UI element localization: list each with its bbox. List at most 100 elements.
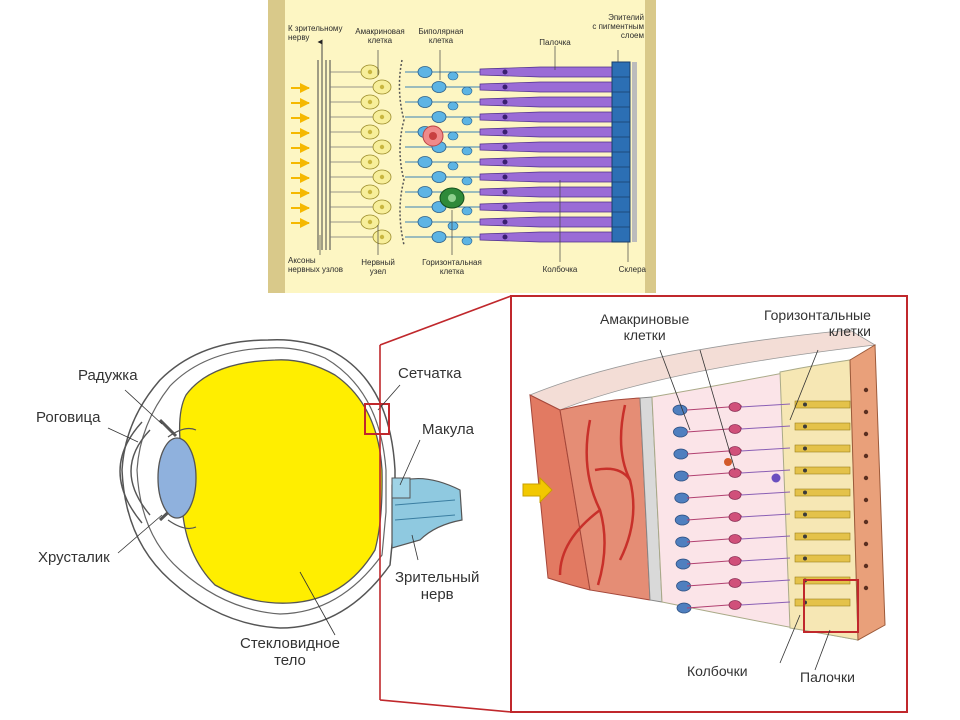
photoreceptor-nucleus (502, 204, 508, 210)
ganglion-nucleus (367, 219, 373, 225)
bipolar-cell (728, 578, 742, 588)
photoreceptor-nucleus (502, 69, 508, 75)
ganglion-nucleus (379, 114, 385, 120)
ganglion-nucleus (367, 189, 373, 195)
photoreceptor (479, 96, 613, 108)
bipolar-cell (431, 231, 447, 243)
photoreceptor-nucleus (803, 556, 807, 561)
label-amacrine-cells: Амакриновые клетки (600, 311, 690, 343)
label-cornea: Роговица (36, 409, 101, 426)
bipolar-cell-small (461, 86, 473, 96)
ganglion-nucleus (379, 84, 385, 90)
photoreceptor-nucleus (803, 512, 807, 517)
cell-process (740, 535, 791, 540)
bipolar-cell-small (461, 146, 473, 156)
ganglion-nucleus (379, 204, 385, 210)
photoreceptor (794, 510, 851, 519)
retina-layers-diagram (268, 0, 656, 293)
bipolar-cell (417, 216, 433, 228)
bipolar-cell (417, 156, 433, 168)
cell-process (740, 491, 791, 496)
amacrine-cell-nucleus (429, 132, 437, 140)
axon-bundle (317, 39, 331, 250)
label-lens: Хрусталик (38, 549, 110, 566)
bipolar-cell-small (461, 206, 473, 216)
label-rods: Палочки (800, 669, 855, 685)
amacrine-cell (724, 458, 732, 466)
epithelium-band (849, 344, 886, 641)
photoreceptor-nucleus (803, 468, 807, 473)
cell-process (740, 425, 791, 430)
bipolar-cell-small (447, 71, 459, 81)
bipolar-cell (728, 490, 742, 500)
cell-process (740, 601, 791, 606)
epithelium-nucleus (863, 585, 869, 591)
bipolar-cell-small (461, 116, 473, 126)
ganglion-cells (330, 64, 392, 245)
photoreceptor (479, 156, 613, 168)
bipolar-cell (431, 81, 447, 93)
photoreceptor (794, 466, 851, 475)
top-leader-lines (319, 46, 629, 262)
nerve-cell (673, 426, 688, 438)
photoreceptor-nucleus (502, 84, 508, 90)
photoreceptor (794, 400, 851, 409)
photoreceptor-nucleus (803, 490, 807, 495)
block-top-face (529, 329, 877, 411)
bipolar-cell (728, 446, 742, 456)
cell-process (740, 447, 791, 452)
vitreous-body (178, 359, 383, 604)
label-optic-nerve: Зрительный нерв (395, 569, 480, 603)
light-arrow (522, 476, 553, 504)
photoreceptor-nucleus (803, 402, 807, 407)
photoreceptor (479, 141, 613, 153)
blood-vessels (558, 404, 635, 586)
epithelium-cell-borders (612, 61, 630, 228)
epithelium-nucleus (863, 541, 869, 547)
photoreceptor-nucleus (502, 99, 508, 105)
label-cone: Колбочка (542, 265, 578, 274)
photoreceptor-nucleus (502, 219, 508, 225)
cell-process (740, 579, 791, 584)
photoreceptor-nucleus (502, 159, 508, 165)
photoreceptor (479, 201, 613, 213)
optic-nerve-fiber (394, 514, 456, 521)
eye-cross-section (107, 338, 463, 636)
photoreceptor-nucleus (803, 446, 807, 451)
label-horizontal-cells: Горизонтальные клетки (764, 307, 871, 339)
bipolar-cell-small (447, 131, 459, 141)
photoreceptor (479, 111, 613, 123)
photoreceptor-cells (479, 66, 613, 243)
horizontal-cell (771, 473, 781, 483)
photoreceptor-nucleus (502, 144, 508, 150)
ganglion-nucleus (379, 234, 385, 240)
ganglion-nucleus (367, 129, 373, 135)
epithelium-nucleus (863, 475, 869, 481)
rods-highlight-box (803, 579, 859, 633)
ganglion-nucleus (367, 99, 373, 105)
photoreceptor (479, 171, 613, 183)
detail-leader-lines (659, 349, 831, 671)
label-cones: Колбочки (687, 663, 748, 679)
label-to-optic-nerve: К зрительному нерву (288, 24, 343, 43)
ganglion-nucleus (379, 174, 385, 180)
cell-process (740, 403, 791, 408)
photoreceptor-nucleus (502, 129, 508, 135)
photoreceptor-nucleus (502, 189, 508, 195)
nerve-cell (673, 448, 689, 460)
nerve-cell (674, 492, 690, 504)
bipolar-cell (417, 96, 433, 108)
nerve-cell (673, 470, 689, 482)
retina-detail-block (510, 295, 908, 713)
photoreceptor (479, 216, 613, 228)
photoreceptor (794, 554, 851, 563)
label-pigment-epithelium: Эпителий с пигментным слоем (592, 13, 644, 41)
ciliary-body (167, 427, 197, 530)
label-macula: Макула (422, 421, 475, 438)
ganglion-nucleus (367, 159, 373, 165)
label-iris: Радужка (78, 367, 138, 384)
photoreceptor (479, 81, 613, 93)
bipolar-cell-small (461, 176, 473, 186)
bipolar-cell (728, 534, 742, 544)
